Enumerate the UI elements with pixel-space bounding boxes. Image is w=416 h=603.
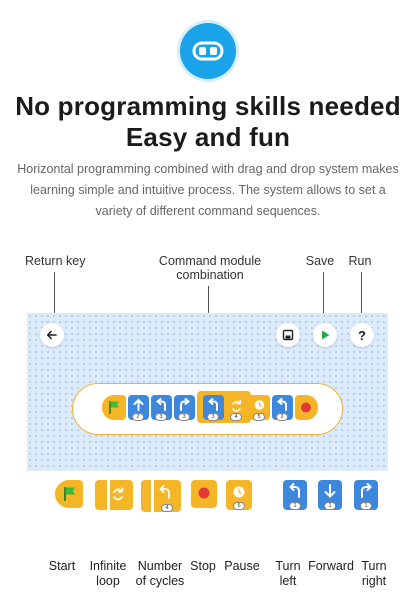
turn-left-icon	[207, 398, 218, 411]
pause-icon	[233, 486, 245, 498]
callout-return-key: Return key	[25, 254, 86, 268]
callout-line-run	[361, 272, 362, 324]
save-button[interactable]	[276, 323, 300, 347]
seq-turn-left-block-3[interactable]: 3	[272, 395, 293, 421]
legend-stop-block	[191, 480, 217, 508]
stop-icon	[198, 487, 210, 499]
legend-label-turn-left: Turn left	[275, 559, 301, 588]
flag-icon	[64, 487, 75, 501]
legend-label-pause: Pause	[224, 559, 260, 573]
callout-run: Run	[348, 254, 372, 268]
legend-label-forward: Forward	[308, 559, 354, 573]
seq-stop-block[interactable]	[295, 395, 318, 420]
legend-infinite-loop-block	[95, 480, 133, 510]
loop-icon	[107, 480, 124, 510]
arrow-down-icon	[324, 484, 336, 498]
seq-pause-block[interactable]: 5	[249, 395, 270, 421]
description-text: Horizontal programming combined with dra…	[17, 162, 399, 218]
loop-icon	[232, 399, 242, 412]
legend-label-number-of-cycles: Number of cycles	[135, 559, 185, 588]
callout-line-return	[54, 272, 55, 324]
turn-right-icon	[180, 398, 191, 411]
callout-save: Save	[305, 254, 335, 268]
callout-command-module: Command module combination	[158, 254, 262, 282]
legend-turn-left-block: 1	[283, 480, 307, 510]
legend-turn-right-block: 1	[354, 480, 378, 510]
turn-left-icon	[276, 398, 287, 411]
legend-label-stop: Stop	[190, 559, 216, 573]
legend-number-of-cycles-block: 4	[141, 480, 181, 512]
help-button[interactable]: ?	[350, 323, 374, 347]
turn-right-icon	[361, 483, 372, 498]
seq-loop-count-block[interactable]: 4	[226, 395, 247, 421]
legend-label-infinite-loop: Infinite loop	[89, 559, 127, 588]
callout-line-save	[323, 272, 324, 324]
turn-left-icon	[155, 398, 166, 411]
loop-count-icon	[151, 480, 170, 512]
seq-start-block[interactable]	[102, 395, 126, 420]
seq-turn-right-block[interactable]: 3	[174, 395, 195, 421]
legend-pause-block: 5	[226, 480, 252, 510]
stop-icon	[301, 402, 311, 413]
seq-turn-left-block[interactable]: 3	[151, 395, 172, 421]
return-button[interactable]	[40, 323, 64, 347]
programming-canvas[interactable]: ? 2 3 3 3 4	[27, 313, 388, 471]
app-logo	[180, 23, 236, 79]
legend-label-turn-right: Turn right	[361, 559, 387, 588]
headline-secondary: Easy and fun	[125, 122, 291, 152]
seq-turn-left-block-2[interactable]: 3	[203, 395, 224, 421]
legend-start-block	[55, 480, 83, 508]
floppy-icon	[282, 329, 294, 341]
arrow-up-icon	[133, 398, 144, 411]
legend-label-start: Start	[48, 559, 76, 573]
flag-icon	[109, 401, 119, 414]
legend-forward-block: 1	[318, 480, 342, 510]
headline-primary: No programming skills needed	[15, 91, 401, 121]
turn-left-icon	[289, 483, 300, 498]
robot-logo-icon	[192, 41, 224, 61]
play-icon	[322, 330, 330, 340]
arrow-left-icon	[46, 330, 57, 340]
pause-icon	[254, 400, 265, 410]
seq-forward-block[interactable]: 2	[128, 395, 149, 421]
run-button[interactable]	[313, 323, 337, 347]
